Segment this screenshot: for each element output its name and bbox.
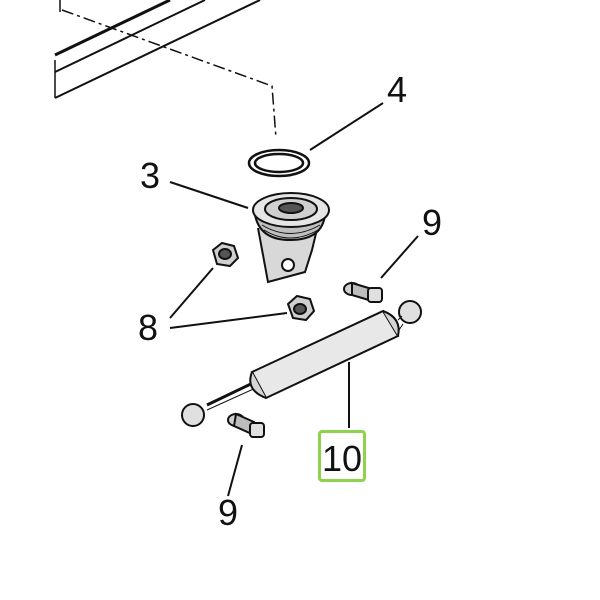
leader-lines-8 — [169, 267, 288, 329]
callout-10-highlighted[interactable]: 10 — [318, 430, 366, 482]
callout-9-bottom: 9 — [217, 492, 239, 533]
gas-strut — [181, 300, 422, 427]
callout-4: 4 — [386, 69, 408, 110]
leader-line-9-top — [380, 235, 419, 279]
o-ring-seal — [247, 148, 311, 178]
ball-stud-lower — [227, 412, 265, 438]
leader-line-3 — [169, 181, 249, 209]
nut-lower — [286, 294, 316, 322]
dashed-leader — [61, 9, 277, 139]
callout-9-top: 9 — [421, 202, 443, 243]
leader-line-4 — [309, 102, 384, 151]
panel-edge — [54, 0, 261, 99]
callout-8: 8 — [137, 307, 159, 348]
callout-3: 3 — [139, 155, 161, 196]
mount-bracket — [252, 192, 330, 284]
ball-stud-upper — [343, 281, 383, 303]
nut-upper — [211, 241, 240, 268]
leader-line-9-bottom — [227, 444, 243, 497]
